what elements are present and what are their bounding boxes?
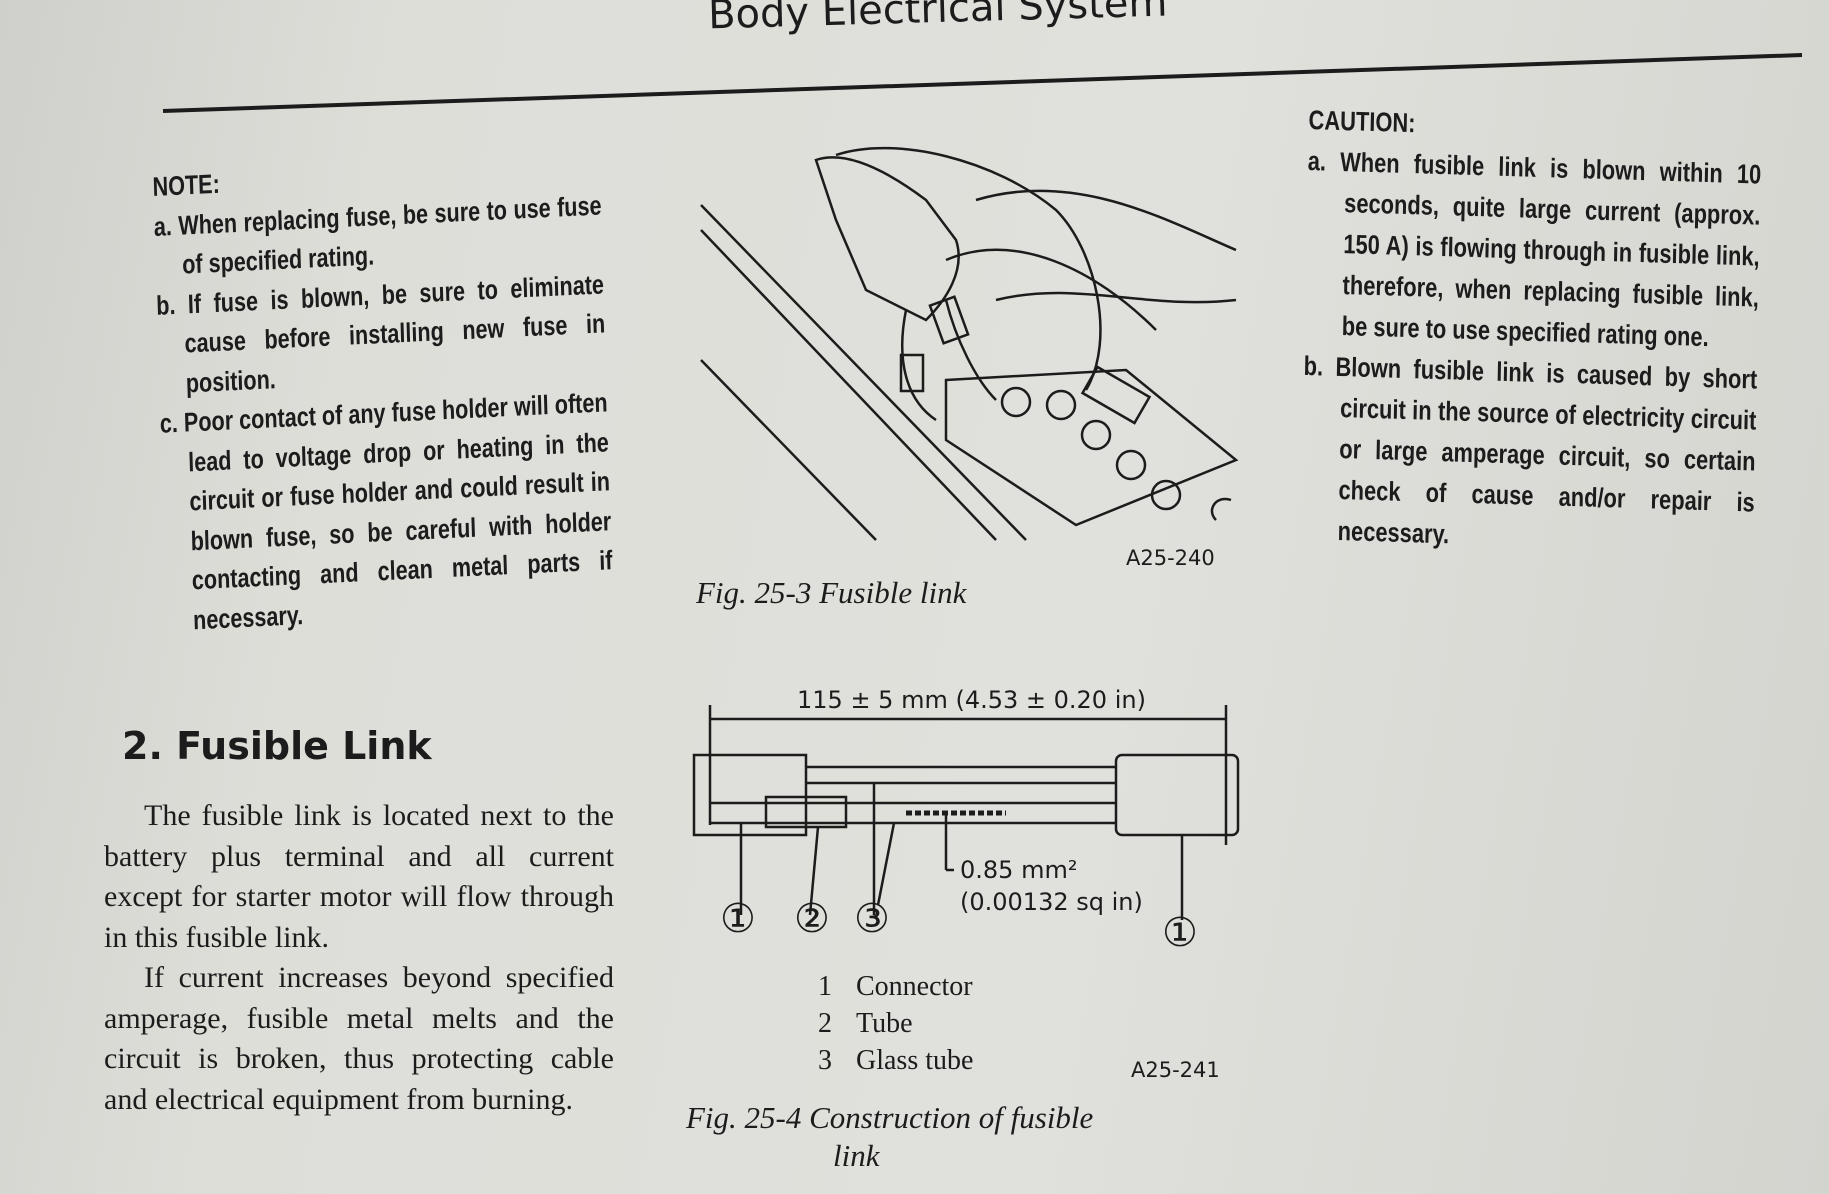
- callout-2: ②: [794, 896, 830, 942]
- callout-1-right: ①: [1162, 910, 1198, 956]
- figure-caption-cont: link: [833, 1138, 880, 1173]
- callout-3: ③: [854, 896, 890, 942]
- caution-item: a. When fusible link is blown within 10 …: [1307, 145, 1762, 353]
- fusible-link-illustration: [700, 146, 1239, 541]
- figure-caption: Fig. 25-3 Fusible link: [696, 575, 967, 610]
- note-item: c. Poor contact of any fuse holder will …: [159, 387, 613, 635]
- figure-code: A25-241: [1131, 1058, 1220, 1082]
- note-block: NOTE: a. When replacing fuse, be sure to…: [152, 147, 614, 642]
- cross-section-area-imperial: (0.00132 sq in): [960, 888, 1143, 916]
- paragraph: If current increases beyond specified am…: [104, 961, 614, 1116]
- section-heading: 2. Fusible Link: [122, 724, 432, 768]
- callout-1: ①: [720, 896, 756, 942]
- cross-section-area: 0.85 mm²: [960, 856, 1078, 884]
- section-body: The fusible link is located next to the …: [104, 796, 614, 1120]
- fusible-link-construction-diagram: [692, 705, 1240, 920]
- dimension-label: 115 ± 5 mm (4.53 ± 0.20 in): [797, 686, 1146, 714]
- figure-code: A25-240: [1126, 546, 1215, 570]
- figure-caption: Fig. 25-4 Construction of fusible: [686, 1100, 1094, 1135]
- paragraph: The fusible link is located next to the …: [104, 799, 614, 954]
- caution-block: CAUTION: a. When fusible link is blown w…: [1300, 100, 1762, 565]
- note-item: b. If fuse is blown, be sure to eliminat…: [155, 268, 606, 399]
- caution-item: b. Blown fusible link is caused by short…: [1303, 350, 1758, 550]
